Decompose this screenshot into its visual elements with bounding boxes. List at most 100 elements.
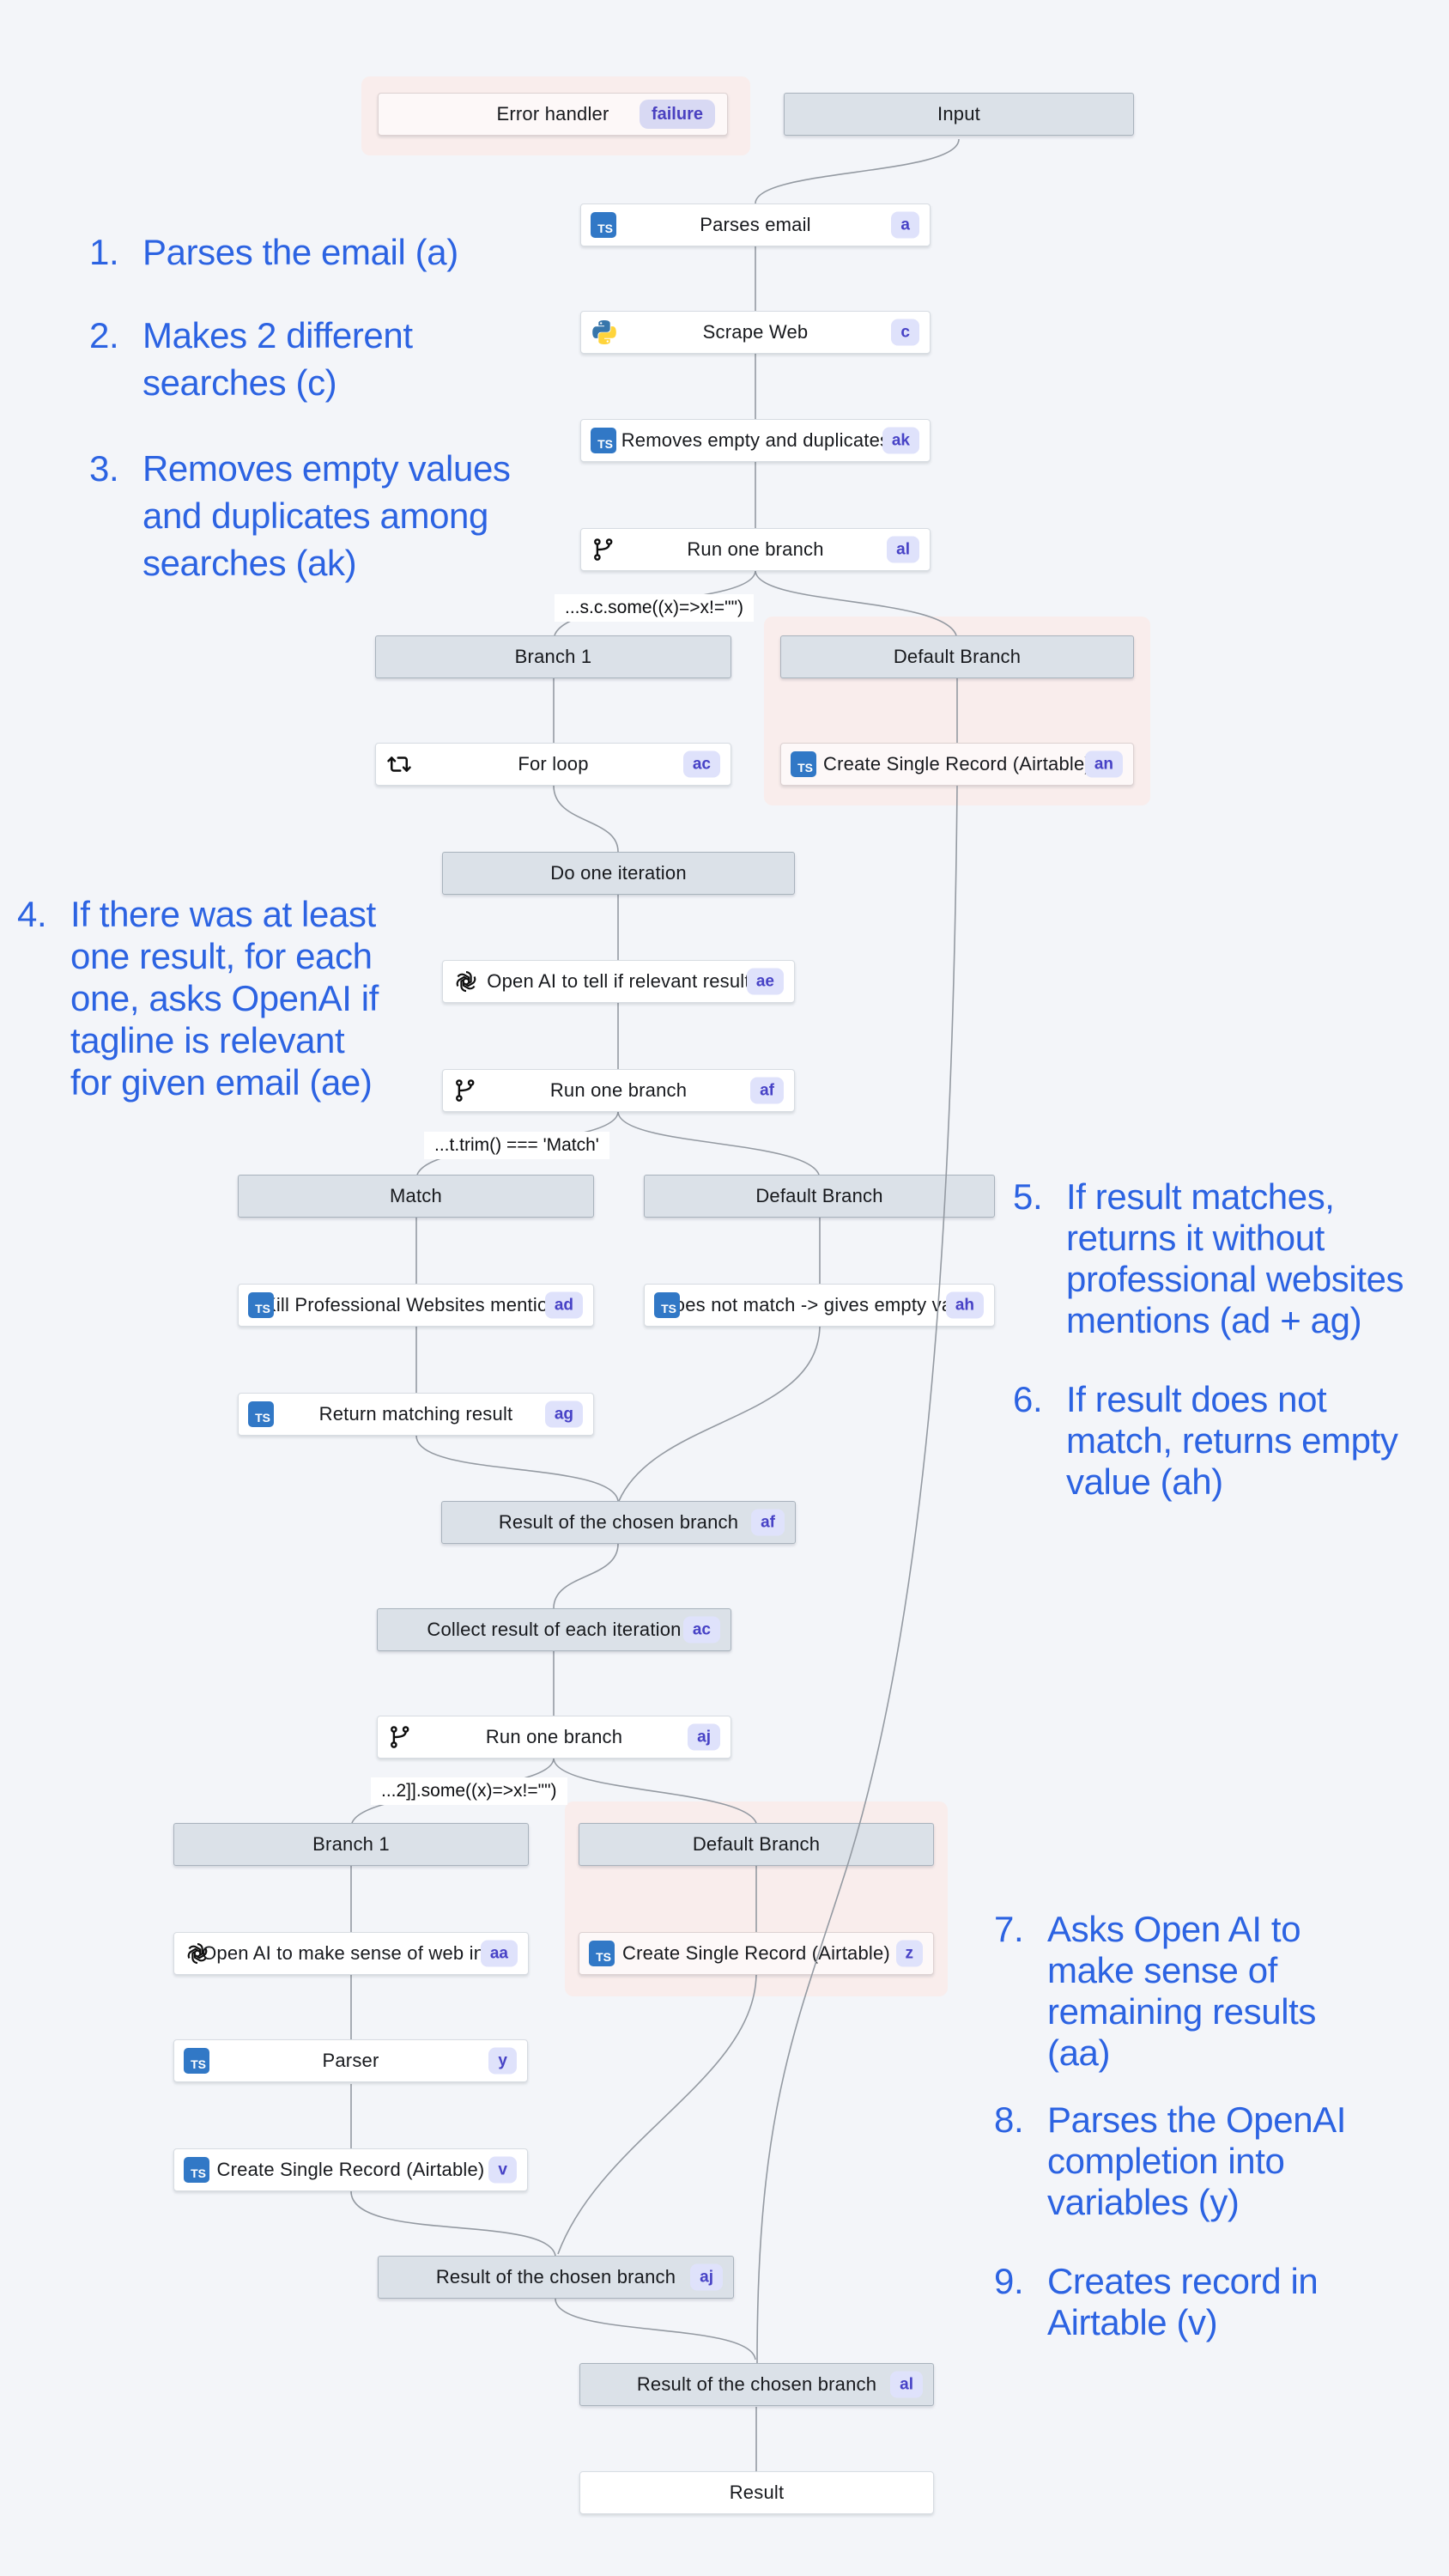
node-label: Result of the chosen branch (498, 1511, 739, 1533)
typescript-icon: TS (248, 1401, 274, 1427)
node-result-aj[interactable]: Result of the chosen branch aj (378, 2256, 734, 2299)
node-removes-empty[interactable]: TS Removes empty and duplicates ak (580, 419, 931, 462)
node-label: Open AI to tell if relevant result (487, 970, 750, 992)
openai-icon (452, 968, 480, 995)
node-label: Open AI to make sense of web info (202, 1942, 500, 1964)
typescript-icon: TS (591, 212, 616, 238)
typescript-icon: TS (184, 2157, 209, 2183)
node-label: Default Branch (692, 1833, 821, 1855)
annotation-number: 8. (994, 2099, 1024, 2140)
node-label: Kill Professional Websites mentions (263, 1294, 569, 1315)
node-run-one-branch-al[interactable]: Run one branch al (580, 528, 931, 571)
typescript-icon: TS (589, 1941, 615, 1966)
node-create-record-z[interactable]: TS Create Single Record (Airtable) z (579, 1932, 934, 1975)
condition-label: ...s.c.some((x)=>x!="") (555, 594, 755, 622)
python-icon (591, 319, 618, 346)
node-label: Parses email (700, 214, 811, 235)
step-badge: aj (690, 2263, 723, 2291)
node-does-not-match[interactable]: TS Does not match -> gives empty value a… (644, 1284, 995, 1327)
git-branch-icon (452, 1077, 480, 1104)
annotation-number: 5. (1013, 1176, 1043, 1217)
node-label: Scrape Web (702, 321, 809, 343)
node-label: Run one branch (549, 1079, 688, 1101)
node-label: Match (390, 1185, 442, 1206)
typescript-icon: TS (791, 751, 816, 777)
node-result-af[interactable]: Result of the chosen branch af (441, 1501, 796, 1544)
node-label: Error handler (496, 103, 609, 125)
annotation-text: Parses the OpenAI completion into variab… (1047, 2099, 1347, 2222)
node-label: For loop (518, 753, 589, 775)
node-return-matching[interactable]: TS Return matching result ag (238, 1393, 594, 1436)
step-badge: z (895, 1940, 923, 1967)
step-badge: af (750, 1077, 784, 1104)
node-create-record-an[interactable]: TS Create Single Record (Airtable) an (780, 743, 1134, 786)
node-label: Result of the chosen branch (636, 2373, 877, 2395)
loop-repeat-icon (385, 750, 413, 778)
node-input[interactable]: Input (784, 93, 1134, 136)
node-label: Create Single Record (Airtable) (622, 1942, 890, 1964)
node-label: Default Branch (755, 1185, 883, 1206)
step-badge: aj (688, 1723, 720, 1751)
annotation-8: 8. Parses the OpenAI completion into var… (994, 2099, 1346, 2223)
step-badge: al (887, 536, 919, 563)
node-kill-mentions[interactable]: TS Kill Professional Websites mentions a… (238, 1284, 594, 1327)
annotation-number: 9. (994, 2261, 1024, 2301)
node-label: Branch 1 (514, 646, 592, 667)
annotation-5: 5. If result matches, returns it without… (1013, 1176, 1404, 1341)
node-parses-email[interactable]: TS Parses email a (580, 204, 931, 246)
annotation-2: 2. Makes 2 different searches (c) (89, 312, 413, 406)
annotation-1: 1. Parses the email (a) (89, 228, 458, 276)
node-label: Default Branch (893, 646, 1022, 667)
node-openai-relevant[interactable]: Open AI to tell if relevant result ae (442, 960, 795, 1003)
node-run-one-branch-aj[interactable]: Run one branch aj (377, 1716, 731, 1759)
failure-badge: failure (639, 100, 715, 129)
annotation-text: Creates record in Airtable (v) (1047, 2261, 1319, 2342)
node-run-one-branch-af[interactable]: Run one branch af (442, 1069, 795, 1112)
step-badge: ac (682, 750, 720, 778)
node-parser[interactable]: TS Parser y (173, 2039, 528, 2082)
step-badge: ak (882, 427, 919, 454)
node-label: Result (729, 2482, 785, 2503)
node-default-branch-bottom[interactable]: Default Branch (579, 1823, 934, 1866)
node-collect-result[interactable]: Collect result of each iteration ac (377, 1608, 731, 1651)
annotation-7: 7. Asks Open AI to make sense of remaini… (994, 1909, 1316, 2074)
annotation-9: 9. Creates record in Airtable (v) (994, 2261, 1319, 2343)
step-badge: af (751, 1509, 785, 1536)
node-match[interactable]: Match (238, 1175, 594, 1218)
annotation-text: Asks Open AI to make sense of remaining … (1047, 1909, 1316, 2073)
annotation-text: Parses the email (a) (142, 232, 458, 272)
node-create-record-v[interactable]: TS Create Single Record (Airtable) v (173, 2148, 528, 2191)
annotation-number: 7. (994, 1909, 1024, 1949)
node-branch-1-top[interactable]: Branch 1 (375, 635, 731, 678)
node-label: Create Single Record (Airtable) (216, 2159, 485, 2180)
step-badge: ag (544, 1400, 583, 1428)
node-branch-1-bottom[interactable]: Branch 1 (173, 1823, 529, 1866)
annotation-6: 6. If result does not match, returns emp… (1013, 1379, 1398, 1503)
annotation-number: 4. (17, 894, 47, 934)
annotation-text: If result matches, returns it without pr… (1066, 1176, 1404, 1340)
node-result-al[interactable]: Result of the chosen branch al (579, 2363, 934, 2406)
node-do-one-iteration[interactable]: Do one iteration (442, 852, 795, 895)
typescript-icon: TS (184, 2048, 209, 2074)
annotation-4: 4. If there was at least one result, for… (17, 893, 379, 1103)
step-badge: ad (544, 1291, 583, 1319)
annotation-number: 1. (89, 232, 119, 272)
node-scrape-web[interactable]: Scrape Web c (580, 311, 931, 354)
node-for-loop[interactable]: For loop ac (375, 743, 731, 786)
typescript-icon: TS (654, 1292, 680, 1318)
typescript-icon: TS (248, 1292, 274, 1318)
step-badge: an (1084, 750, 1123, 778)
node-default-branch-mid[interactable]: Default Branch (644, 1175, 995, 1218)
annotation-text: If result does not match, returns empty … (1066, 1379, 1398, 1502)
openai-icon (184, 1940, 211, 1967)
typescript-icon: TS (591, 428, 616, 453)
condition-label: ...t.trim() === 'Match' (424, 1132, 609, 1159)
annotation-text: Removes empty values and duplicates amon… (142, 448, 511, 583)
step-badge: v (488, 2156, 517, 2184)
node-label: Run one branch (687, 538, 824, 560)
node-default-branch-top[interactable]: Default Branch (780, 635, 1134, 678)
node-error-handler[interactable]: Error handler failure (378, 93, 728, 136)
node-result[interactable]: Result (579, 2471, 934, 2514)
node-openai-web-info[interactable]: Open AI to make sense of web info aa (173, 1932, 529, 1975)
